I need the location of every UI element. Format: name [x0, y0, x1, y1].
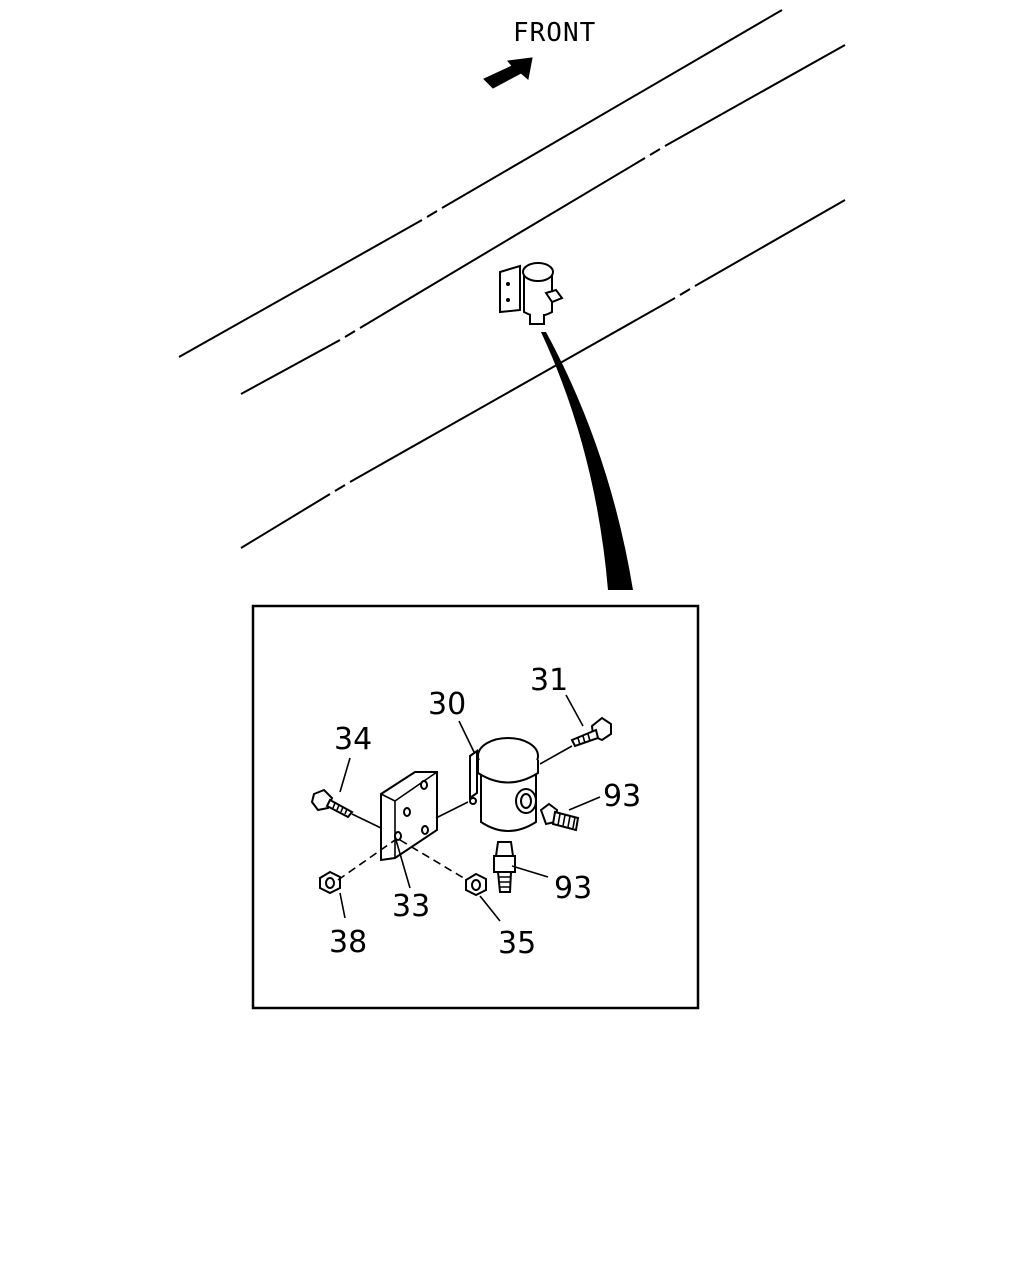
front-arrow-icon [483, 57, 533, 89]
nut-38 [319, 870, 341, 895]
frame-rail-lower [240, 199, 846, 549]
front-label: FRONT [513, 18, 596, 48]
callout-35: 35 [498, 926, 536, 961]
bolt-34 [310, 788, 354, 819]
callout-34: 34 [334, 722, 372, 757]
callout-38: 38 [329, 925, 367, 960]
bolt-31 [570, 716, 612, 748]
frame-rails [178, 9, 846, 549]
frame-rail-upper [178, 9, 783, 358]
callout-93-side: 93 [603, 779, 641, 814]
leader-lines [339, 694, 601, 922]
mounting-bracket [380, 771, 438, 862]
frame-rail-middle [240, 44, 846, 395]
callout-30: 30 [428, 687, 466, 722]
assembly-lines [337, 745, 573, 881]
detail-leader-wedge [541, 332, 633, 590]
callout-93-bottom: 93 [554, 871, 592, 906]
reservoir-location-thumbnail [499, 262, 564, 325]
callout-labels: 30 31 34 93 93 33 38 35 [329, 663, 641, 961]
reservoir-tank [469, 737, 539, 832]
front-indicator: FRONT [483, 18, 596, 89]
callout-31: 31 [530, 663, 568, 698]
fitting-93-side [539, 802, 580, 832]
callout-33: 33 [392, 889, 430, 924]
fitting-93-bottom [493, 841, 516, 893]
nut-35 [465, 872, 487, 897]
